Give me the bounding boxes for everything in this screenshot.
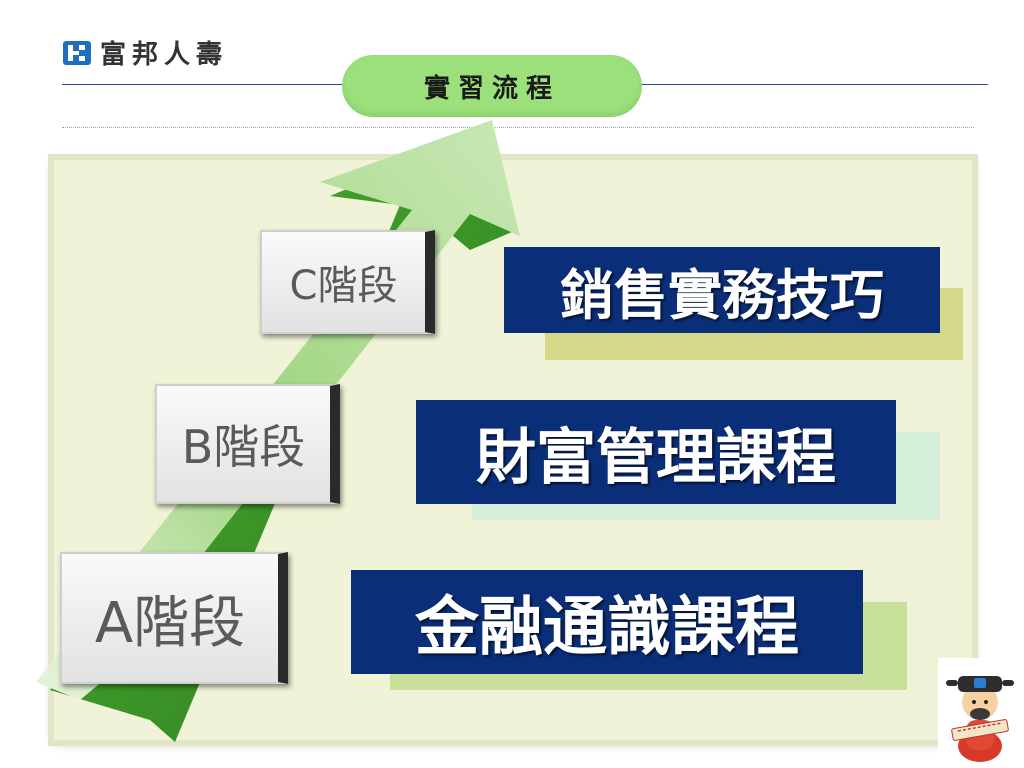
course-wealth-management: 財富管理課程 xyxy=(416,400,896,504)
brand-name: 富邦人壽 xyxy=(100,40,229,70)
stage-a-box: A階段 xyxy=(60,552,288,684)
course-sales-skills: 銷售實務技巧 xyxy=(504,247,940,333)
stage-c-box: C階段 xyxy=(260,230,435,334)
fubon-logo-icon xyxy=(63,40,91,65)
mascot-icon xyxy=(938,658,1022,764)
brand-logo: 富邦人壽 xyxy=(62,34,228,71)
course-finance-basics: 金融通識課程 xyxy=(351,570,863,674)
dotted-divider xyxy=(62,127,974,128)
stage-b-box: B階段 xyxy=(155,384,340,504)
page-title: 實習流程 xyxy=(342,55,642,117)
